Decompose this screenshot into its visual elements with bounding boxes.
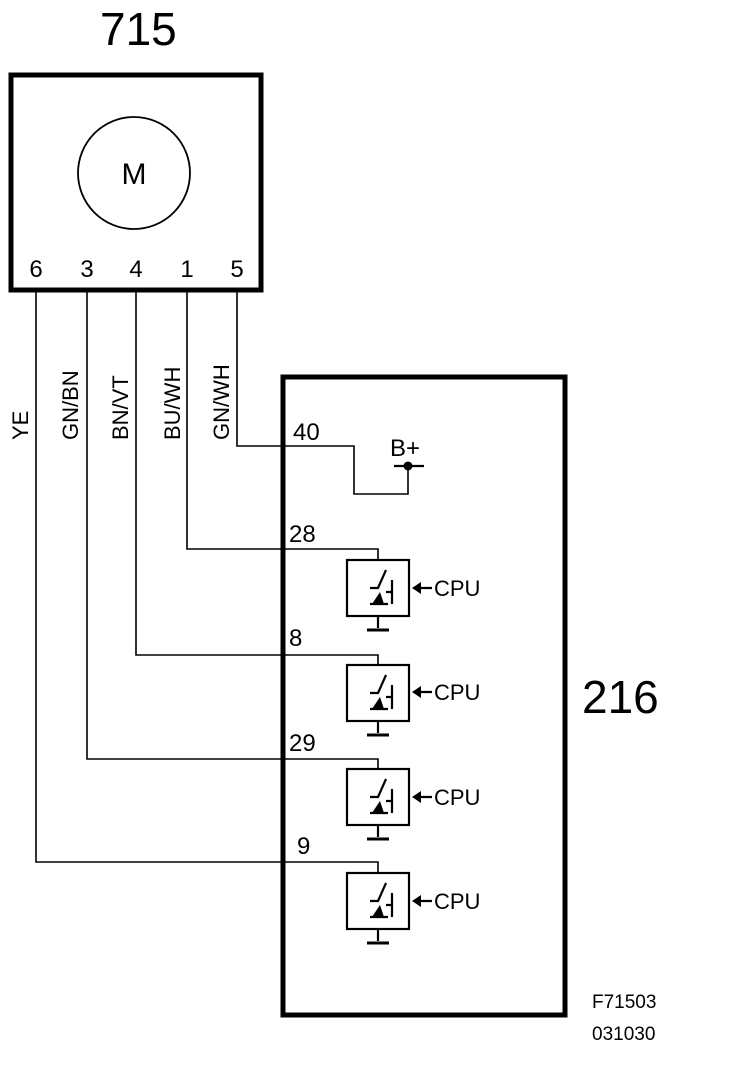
switch-transistor-8: CPU	[345, 663, 480, 737]
battery-supply-label: B+	[390, 435, 420, 462]
switch-diode-arrow	[372, 592, 384, 604]
wire-label-gn-bn: GN/BN	[58, 370, 83, 440]
switch-transistor-29: CPU	[345, 767, 480, 841]
cpu-label: CPU	[434, 889, 480, 914]
figure-code: F71503	[592, 992, 656, 1013]
wire-labels: YE GN/BN BN/VT BU/WH GN/WH	[8, 364, 234, 440]
switch-transistor-9: CPU	[345, 871, 480, 945]
wire-ye	[35, 290, 379, 873]
switch-transistor-28: CPU	[345, 558, 480, 632]
battery-supply-node	[403, 461, 413, 471]
motor-pin-6: 6	[29, 256, 42, 283]
figure-reference: F71503 031030	[592, 992, 656, 1045]
switch-diode-arrow	[372, 905, 384, 917]
motor-symbol-circle	[77, 116, 191, 230]
cpu-arrow-head	[412, 686, 421, 698]
wire-gn-wh	[236, 290, 409, 495]
wire-harness	[35, 290, 409, 873]
module-pin-28: 28	[289, 521, 316, 548]
control-module-216: 216	[280, 374, 659, 1018]
wire-label-gn-wh: GN/WH	[209, 364, 234, 440]
switch-diode-arrow	[372, 697, 384, 709]
wire-bn-vt	[135, 290, 379, 665]
control-module-id: 216	[582, 671, 659, 723]
motor-pin-3: 3	[80, 256, 93, 283]
wire-bu-wh	[186, 290, 379, 560]
motor-pin-1: 1	[180, 256, 193, 283]
control-module-housing	[280, 374, 568, 1018]
cpu-arrow-head	[412, 791, 421, 803]
cpu-label: CPU	[434, 576, 480, 601]
motor-unit-715: 715 M 6 3 4 1 5	[8, 3, 264, 293]
module-pin-labels: 28 8 29 9	[289, 521, 316, 860]
cpu-label: CPU	[434, 785, 480, 810]
cpu-label: CPU	[434, 680, 480, 705]
module-pin-8: 8	[289, 625, 302, 652]
motor-symbol-label: M	[122, 158, 147, 191]
motor-pin-5: 5	[230, 256, 243, 283]
cpu-arrow-head	[412, 582, 421, 594]
wire-gn-bn	[86, 290, 379, 769]
motor-pin-4: 4	[129, 256, 142, 283]
wire-label-bu-wh: BU/WH	[160, 367, 185, 440]
cpu-arrow-head	[412, 895, 421, 907]
figure-date: 031030	[592, 1024, 655, 1045]
module-pin-29: 29	[289, 730, 316, 757]
module-pin-40: 40	[293, 419, 320, 446]
battery-supply: 40 B+	[293, 419, 424, 471]
wire-label-ye: YE	[8, 411, 33, 440]
motor-unit-id: 715	[100, 3, 177, 55]
wire-label-bn-vt: BN/VT	[108, 375, 133, 440]
switch-diode-arrow	[372, 801, 384, 813]
module-pin-9: 9	[297, 833, 310, 860]
